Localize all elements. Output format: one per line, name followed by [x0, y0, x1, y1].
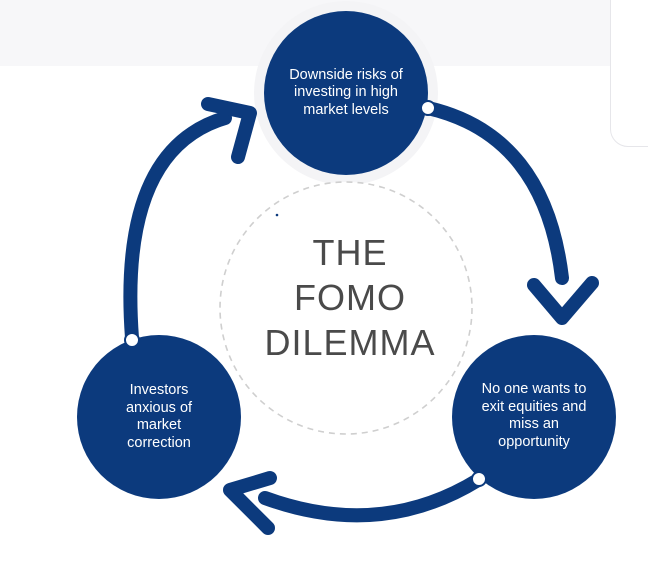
- arrow-left-to-top: [123, 111, 232, 345]
- center-title-line-1: THE: [312, 232, 388, 273]
- arrowhead-top-to-right: [527, 276, 599, 325]
- node-left-circle: [77, 335, 241, 499]
- node-right-label: No one wants to exit equities and miss a…: [481, 381, 587, 450]
- node-left-label: Investors anxious of market correction: [125, 382, 193, 451]
- node-top-circle: [264, 11, 428, 175]
- connector-dot-right: [471, 471, 487, 487]
- arrowhead-left-to-top: [201, 97, 257, 164]
- center-title: THE FOMO DILEMMA: [230, 225, 470, 370]
- arrow-top-to-right: [421, 101, 569, 285]
- arrow-right-to-left: [258, 473, 485, 523]
- connector-dot-left: [124, 332, 140, 348]
- center-title-line-3: DILEMMA: [264, 322, 436, 363]
- node-right-circle: [452, 335, 616, 499]
- background-panel: [610, 0, 648, 147]
- connector-dot-top: [420, 100, 436, 116]
- center-dashed-circle: [219, 181, 473, 435]
- arrowhead-right-to-left: [223, 471, 277, 535]
- center-title-line-2: FOMO: [294, 277, 406, 318]
- node-top-label: Downside risks of investing in high mark…: [289, 66, 403, 118]
- speck-mark: [275, 213, 279, 217]
